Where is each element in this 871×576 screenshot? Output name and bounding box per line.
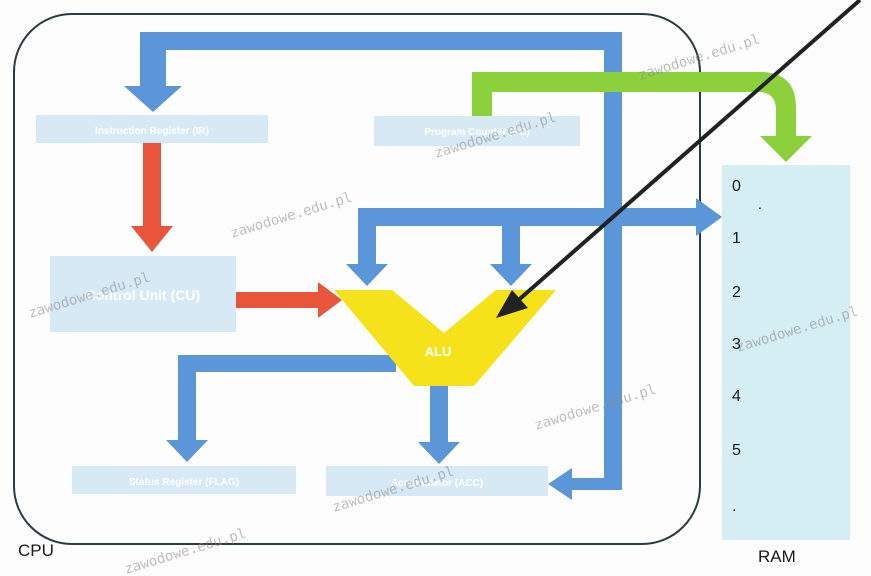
ram-cell-2: 2 — [732, 284, 741, 301]
cpu-outline — [13, 13, 701, 545]
ir-to-cu — [131, 143, 173, 252]
alu-right-input — [490, 226, 532, 286]
ram-cell-dot-top: . — [758, 196, 762, 212]
status-register-label: Status Register (FLAG) — [129, 477, 239, 488]
watermark-6: zawodowe.edu.pl — [532, 382, 658, 434]
ram-cell-3: 3 — [732, 336, 741, 353]
ram-cells: 0 . 1 2 3 4 5 . — [732, 178, 762, 515]
instruction-register-label: Instruction Register (IR) — [95, 126, 209, 137]
alu-ram-bus — [346, 198, 722, 286]
watermark-8: zawodowe.edu.pl — [122, 526, 248, 576]
instruction-register-box — [36, 115, 268, 143]
pc-to-ram-address — [472, 72, 812, 162]
watermark-3: zawodowe.edu.pl — [228, 190, 354, 242]
alu-label: ALU — [425, 344, 452, 359]
status-register-box — [72, 466, 296, 494]
ram-label: RAM — [758, 547, 796, 566]
cu-to-alu — [236, 282, 342, 318]
ram-block — [722, 165, 850, 540]
blue-data-buses — [124, 32, 722, 500]
alu-to-flag — [166, 355, 396, 462]
arrow-into-acc — [548, 468, 622, 500]
alu-to-acc — [418, 385, 460, 464]
ram-cell-4: 4 — [732, 388, 741, 405]
program-counter-box — [374, 116, 580, 146]
ram-cell-1: 1 — [732, 230, 741, 247]
ram-cell-0: 0 — [732, 178, 741, 195]
ram-cell-5: 5 — [732, 442, 741, 459]
pointer-arrow — [496, 0, 862, 318]
control-unit-box — [50, 256, 236, 332]
accumulator-label: Accumulator (ACC) — [391, 478, 483, 489]
program-counter-label: Program Counter (PC) — [424, 127, 530, 138]
ram-cell-dot-bottom: . — [732, 498, 736, 515]
cpu-label: CPU — [18, 541, 54, 560]
accumulator-box — [326, 466, 548, 496]
control-unit-label: Control Unit (CU) — [86, 287, 200, 303]
red-control-signals — [131, 143, 342, 318]
